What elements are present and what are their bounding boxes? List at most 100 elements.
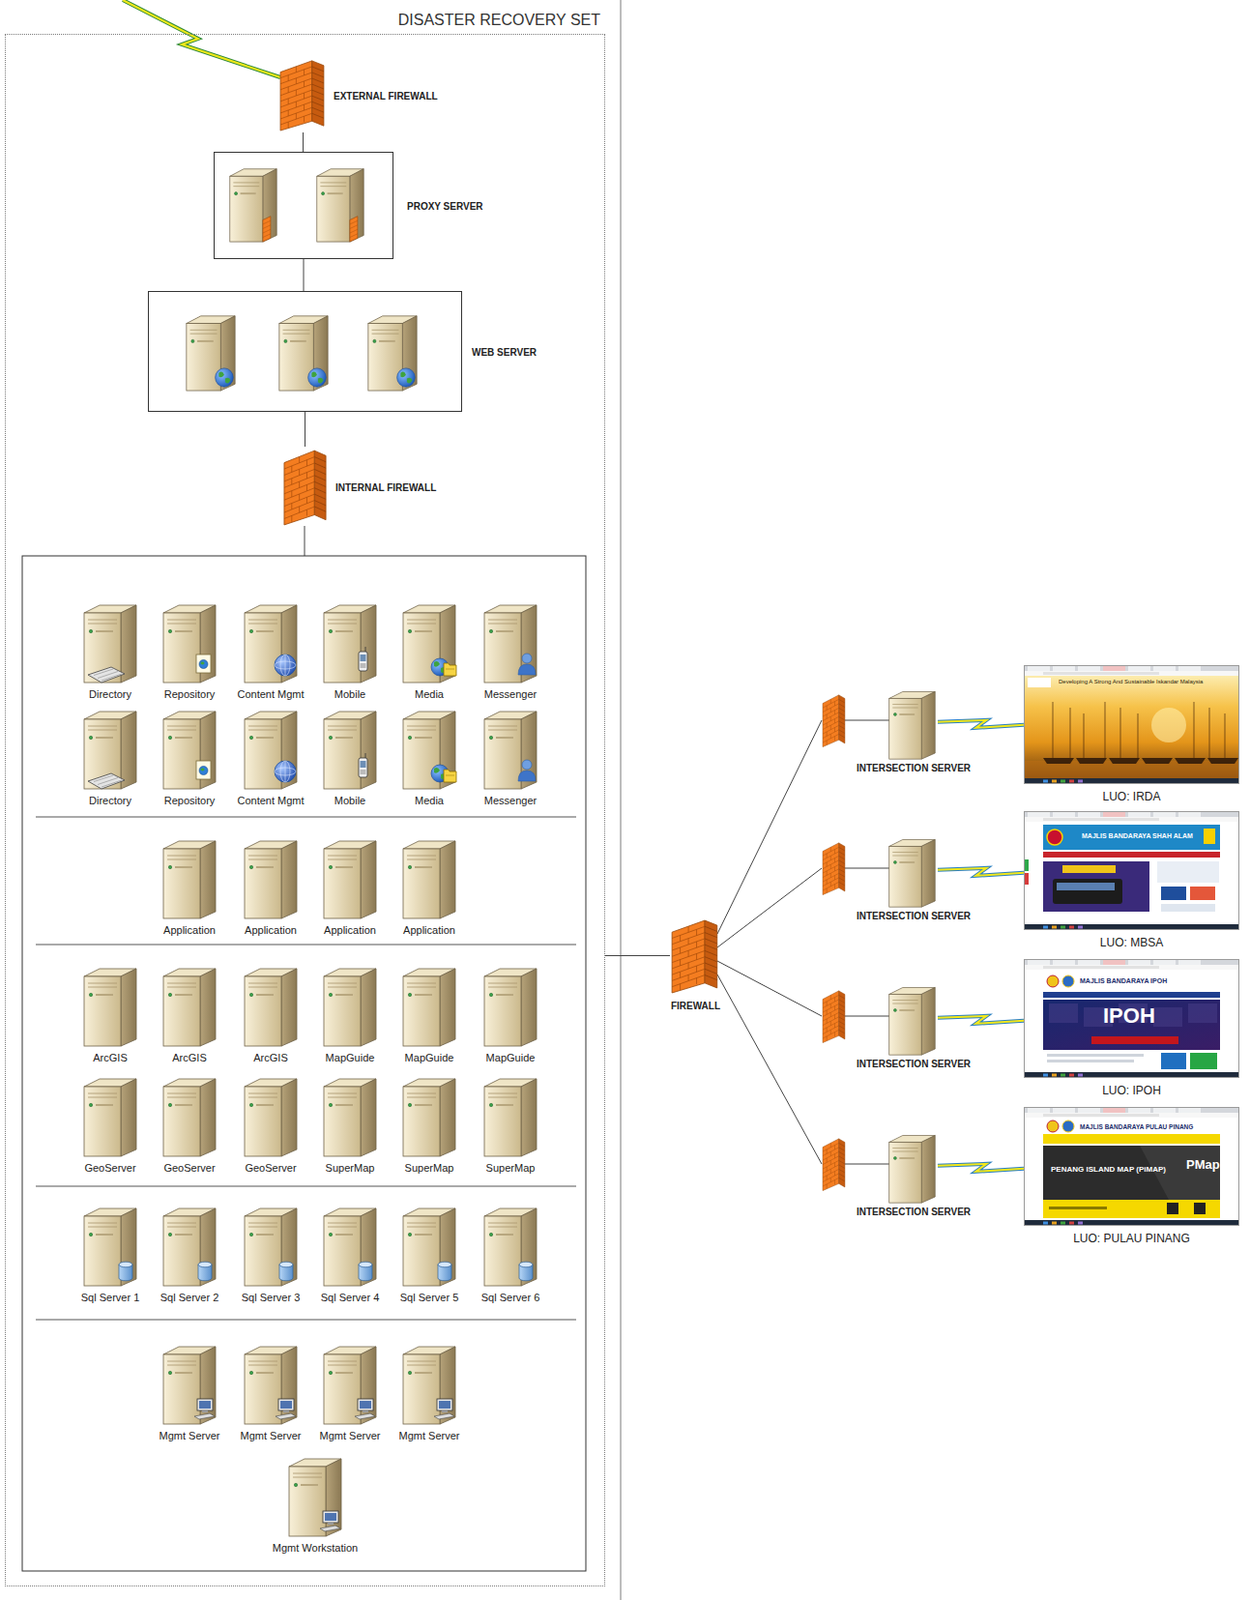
- firewall-icon: [821, 692, 847, 749]
- server-icon: [321, 601, 378, 684]
- browser-tab: [1178, 1107, 1201, 1113]
- server-icon-body: [484, 1078, 537, 1157]
- connector: [937, 1163, 1024, 1172]
- line-shape: [445, 775, 455, 777]
- ellipse-shape: [201, 662, 205, 666]
- sunset-photo: [1023, 675, 1240, 779]
- node-label: Mgmt Workstation: [272, 1541, 358, 1554]
- firewall-icon: [821, 840, 847, 897]
- browser-tab: [1027, 812, 1050, 817]
- browser-tab: [1153, 1107, 1176, 1113]
- taskbar-icon: [1077, 1221, 1083, 1225]
- server-icon: [242, 1204, 299, 1287]
- taskbar-icon: [1069, 1074, 1075, 1077]
- hero-photo: [1043, 999, 1221, 1050]
- firewall-badge: [349, 216, 358, 242]
- lightning-outline: [937, 868, 1024, 876]
- node-label: WEB SERVER: [471, 346, 537, 357]
- node-label: GeoServer: [163, 1162, 215, 1174]
- node-label: ArcGIS: [172, 1051, 206, 1064]
- node-label: Repository: [164, 794, 216, 807]
- website-screenshot: MAJLIS BANDARAYA PULAU PINANGPENANG ISLA…: [1023, 1106, 1240, 1226]
- boat-mast: [1224, 713, 1226, 760]
- server-node: MapGuide: [388, 964, 470, 1047]
- server-node: MapGuide: [469, 964, 552, 1047]
- server-icon: [161, 1342, 218, 1425]
- browser-tab: [1128, 959, 1151, 965]
- server-node: Content Mgmt: [230, 601, 312, 684]
- sun-glow: [1151, 707, 1187, 743]
- firewall-icon: [669, 916, 722, 995]
- browser-tab: [1077, 666, 1101, 671]
- server-icon: [161, 1204, 218, 1287]
- taskbar-icon: [1051, 926, 1057, 930]
- connector-line: [302, 132, 304, 152]
- site-caption: LUO: IPOH: [1102, 1083, 1162, 1098]
- ellipse-shape: [437, 1261, 452, 1268]
- server-node: Media: [388, 601, 470, 684]
- server-icon-body: [403, 968, 456, 1047]
- connector: [937, 720, 1024, 728]
- node-label: MapGuide: [325, 1051, 376, 1064]
- server-node: GeoServer: [69, 1075, 151, 1158]
- server-icon: [321, 707, 378, 790]
- line-shape: [349, 233, 358, 238]
- link-tile: [1161, 1052, 1187, 1070]
- server-icon: [161, 964, 218, 1047]
- connector: [717, 960, 822, 1017]
- server-icon-body: [403, 1078, 456, 1157]
- server-icon-body: [323, 968, 377, 1047]
- node-label: Messenger: [484, 688, 537, 700]
- server-icon-body: [163, 605, 216, 683]
- lightning-link: [122, 0, 281, 78]
- server-node: Mobile: [309, 707, 391, 790]
- link-tile: [1190, 886, 1216, 901]
- globe-land: [434, 661, 440, 668]
- screen-text: IPOH: [1103, 1005, 1156, 1027]
- rect-shape: [202, 1410, 208, 1413]
- node-label: Application: [163, 924, 216, 936]
- server-icon: [161, 601, 218, 684]
- server-icon: [321, 837, 378, 920]
- rect-shape: [360, 654, 367, 662]
- node-label: Sql Server 1: [81, 1291, 141, 1304]
- phone-badge: [358, 757, 368, 778]
- screen-ground: [1023, 811, 1240, 931]
- firewall-icon-body: [671, 920, 718, 993]
- folder-badge: [443, 663, 457, 676]
- server-icon-body: [163, 1078, 216, 1157]
- taskbar-icon: [1060, 1074, 1066, 1077]
- server-node: Mgmt Server: [309, 1342, 391, 1425]
- line-shape: [285, 654, 287, 676]
- server-icon: [242, 707, 299, 790]
- server-node: Mgmt Server: [388, 1342, 470, 1425]
- server-icon-body: [244, 1078, 297, 1157]
- server-icon-body: [186, 316, 235, 391]
- keyboard-badge: [87, 773, 125, 789]
- node-label: Mgmt Server: [399, 1429, 461, 1442]
- taskbar-icon: [1043, 780, 1048, 784]
- node-label: INTERSECTION SERVER: [856, 762, 971, 774]
- boat-hull: [1108, 757, 1140, 764]
- boat-mast: [1083, 713, 1085, 760]
- server-icon-body: [323, 1078, 377, 1157]
- line-shape: [97, 671, 118, 679]
- computer-badge: [197, 1398, 213, 1411]
- link-line: [844, 868, 890, 870]
- node-label: Application: [244, 924, 297, 936]
- server-icon: [287, 1454, 344, 1538]
- taskbar-icon: [1051, 1221, 1057, 1225]
- line-shape: [365, 753, 367, 758]
- firewall-node: EXTERNAL FIREWALL: [278, 57, 328, 133]
- line-shape: [445, 668, 455, 670]
- taskbar-icon: [1051, 780, 1057, 784]
- lightning-outline: [937, 1016, 1024, 1024]
- server-icon-body: [484, 711, 537, 789]
- node-label: Sql Server 2: [160, 1291, 220, 1304]
- phone-badge: [358, 651, 368, 671]
- server-node: Application: [148, 837, 231, 920]
- firewall-icon-body: [822, 1138, 845, 1192]
- person-badge: [522, 759, 532, 770]
- node-label: EXTERNAL FIREWALL: [333, 90, 438, 102]
- taskbar-icon: [1060, 780, 1066, 784]
